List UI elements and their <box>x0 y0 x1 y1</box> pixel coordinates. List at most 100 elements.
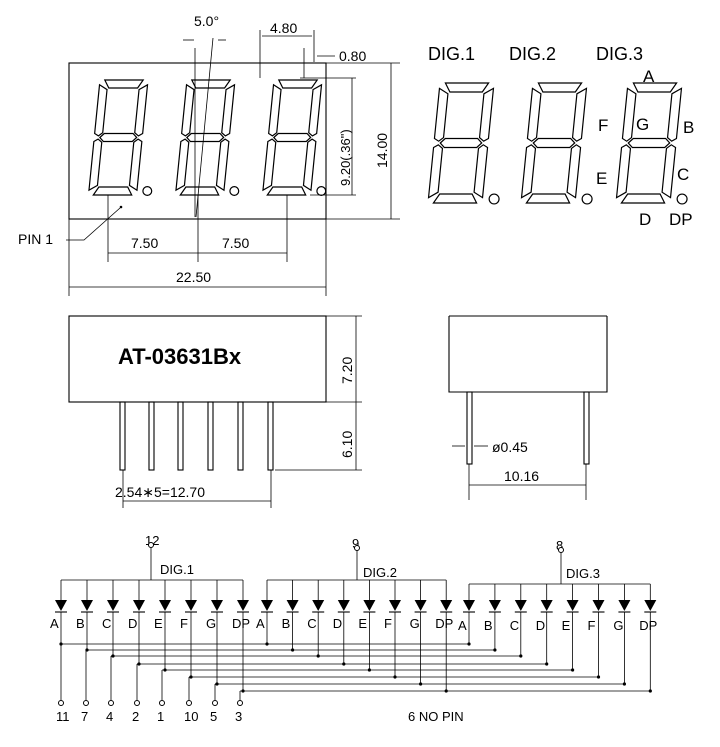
diode-symbol <box>337 600 350 611</box>
junction-dot <box>596 675 601 679</box>
seg-letter-c: C <box>677 165 689 184</box>
diode-symbol <box>211 600 223 611</box>
junction-dot <box>189 675 193 679</box>
side-pin-4 <box>207 401 214 471</box>
decimal-point <box>142 186 153 197</box>
segment-a <box>537 82 583 93</box>
diode-symbol <box>261 600 273 611</box>
segment-d <box>525 193 571 204</box>
segment-f <box>526 87 542 142</box>
segment-d <box>432 193 478 204</box>
diode-symbol <box>488 600 501 611</box>
body-width-dimension: 22.50 <box>176 269 211 285</box>
seg-letter-b: B <box>683 118 694 137</box>
schematic-seg-label: B <box>282 616 291 631</box>
segment-c <box>128 138 143 192</box>
pin-terminal <box>83 700 89 706</box>
diagram-digit-1 <box>427 82 500 205</box>
decimal-point <box>581 193 593 205</box>
led-diode-f: F <box>588 584 605 677</box>
schematic-seg-label: A <box>256 616 265 631</box>
schematic-dig2-label: DIG.2 <box>363 565 397 580</box>
segment-f <box>181 83 195 137</box>
junction-dot <box>111 654 115 658</box>
led-diode-a: A <box>256 580 273 644</box>
diode-symbol <box>463 600 475 611</box>
segment-d <box>179 186 220 196</box>
segment-e <box>615 144 632 199</box>
segment-pin-number: 1 <box>157 709 164 724</box>
junction-dot <box>215 682 219 686</box>
diode-symbol <box>592 600 605 611</box>
schematic-seg-label: F <box>180 616 188 631</box>
segment-a <box>190 79 232 89</box>
pitch-a-dimension: 7.50 <box>131 235 158 251</box>
led-diode-g: G <box>410 580 427 684</box>
segment-a <box>444 82 490 93</box>
schematic-seg-label: E <box>562 618 571 633</box>
segment-f <box>268 83 282 137</box>
pin1-label: PIN 1 <box>18 231 53 247</box>
segment-pin-number: 7 <box>81 709 88 724</box>
seg-letter-d: D <box>639 210 651 229</box>
decimal-point <box>676 193 688 205</box>
junction-dot <box>622 682 627 686</box>
schematic-seg-label: B <box>484 618 493 633</box>
pin1-leader <box>66 207 121 241</box>
led-diode-g: G <box>613 584 631 684</box>
digit-height-dimension: 9.20(.36") <box>338 129 353 186</box>
segment-c <box>302 138 317 192</box>
seg-letter-e: E <box>596 169 607 188</box>
schematic-seg-label: D <box>536 618 545 633</box>
led-diode-c: C <box>307 580 325 656</box>
decimal-point <box>316 186 327 197</box>
led-diode-g: G <box>206 580 223 684</box>
pin-terminal <box>159 700 165 706</box>
side-pin-2 <box>148 401 155 471</box>
led-diode-b: B <box>76 580 93 650</box>
schematic-seg-label: A <box>458 618 467 633</box>
segment-g <box>627 137 671 149</box>
schematic-seg-label: F <box>588 618 596 633</box>
segment-f <box>94 83 108 137</box>
decimal-point <box>229 186 240 197</box>
seg-letter-a: A <box>643 67 655 86</box>
junction-dot <box>493 648 497 652</box>
junction-dot <box>571 668 575 672</box>
side-height-dimension: 7.20 <box>339 357 355 384</box>
pin-terminal <box>212 700 218 706</box>
no-pin-note: 6 NO PIN <box>408 709 464 724</box>
end-body-outline <box>448 316 608 393</box>
led-diode-e: E <box>358 580 376 670</box>
led-diode-e: E <box>562 584 579 670</box>
led-diode-dp: DP <box>639 584 657 691</box>
end-pin-right <box>583 391 590 465</box>
side-pin-3 <box>177 401 184 471</box>
segment-d <box>266 186 307 196</box>
segment-e <box>175 138 190 192</box>
led-diode-a: A <box>50 580 67 644</box>
pin1-marker <box>119 205 123 209</box>
led-diode-f: F <box>384 580 401 677</box>
row-spacing-dimension: 10.16 <box>504 468 539 484</box>
schematic-seg-label: C <box>102 616 111 631</box>
slant-line <box>195 37 214 218</box>
common-pin-terminal <box>148 542 154 548</box>
led-diode-e: E <box>154 580 171 670</box>
seg-letter-g: G <box>636 115 649 134</box>
diagram-digits <box>427 82 688 205</box>
segment-b <box>308 83 323 137</box>
led-diode-b: B <box>282 580 299 650</box>
side-pin-6 <box>267 401 274 471</box>
led-diode-dp: DP <box>435 580 453 691</box>
segment-e <box>427 144 444 199</box>
segment-c <box>215 138 230 192</box>
dig2-label: DIG.2 <box>509 44 556 64</box>
segment-pin-number: 3 <box>235 709 242 724</box>
junction-dot <box>367 668 371 672</box>
common-pin-terminal <box>558 547 564 553</box>
diagram-digit-2 <box>520 82 593 205</box>
segment-g <box>532 137 576 149</box>
